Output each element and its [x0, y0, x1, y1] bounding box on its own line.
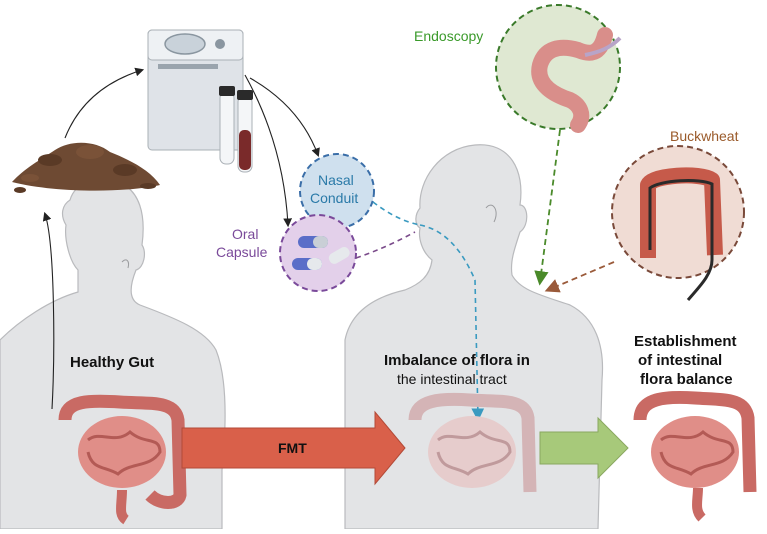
balanced-intestine-icon [633, 390, 757, 522]
nasal-label-line1: Nasal [318, 172, 354, 188]
arrow-endoscopy [534, 129, 561, 286]
oral-capsule-circle [279, 214, 357, 292]
scope-tube-icon [648, 179, 714, 301]
nasal-conduit-circle [299, 153, 375, 229]
nasal-line [372, 201, 421, 226]
endoscope-icon [584, 36, 622, 57]
arrow-to-oral [244, 74, 293, 228]
buckwheat-colon-icon [640, 167, 723, 258]
fmt-label: FMT [278, 440, 307, 456]
left-body [0, 177, 226, 530]
oral-label-line2: Capsule [216, 244, 268, 260]
buckwheat-label: Buckwheat [670, 128, 739, 144]
test-tubes-icon [219, 86, 253, 173]
arrow-buckwheat [544, 261, 615, 293]
middle-body [344, 144, 604, 530]
oral-label-line1: Oral [232, 226, 259, 242]
endoscopy-circle [495, 4, 621, 130]
fmt-arrow [181, 410, 406, 486]
imbalanced-intestine-icon [408, 392, 537, 493]
stool-sample-icon [12, 142, 160, 193]
arrow-to-nasal [249, 77, 320, 158]
centrifuge-icon [147, 29, 244, 151]
endoscopy-label: Endoscopy [414, 28, 484, 44]
arrow-stool-to-centrifuge [64, 67, 145, 139]
capsule-icon [292, 236, 350, 270]
arrow-gut-to-stool [42, 211, 55, 410]
establish-label-line1: Establishment [634, 333, 737, 350]
imbalance-label-line1: Imbalance of flora in [384, 352, 530, 369]
buckwheat-circle [611, 145, 745, 279]
nasal-label-line2: Conduit [310, 190, 359, 206]
imbalance-label-line2: the intestinal tract [397, 371, 507, 387]
healthy-gut-label: Healthy Gut [70, 354, 155, 371]
arrow-oral-to-mouth [355, 231, 416, 259]
balance-arrow [539, 416, 629, 480]
establish-label-line2: of intestinal [638, 352, 723, 369]
healthy-intestine-icon [58, 394, 187, 525]
establish-label-line3: flora balance [640, 371, 733, 388]
